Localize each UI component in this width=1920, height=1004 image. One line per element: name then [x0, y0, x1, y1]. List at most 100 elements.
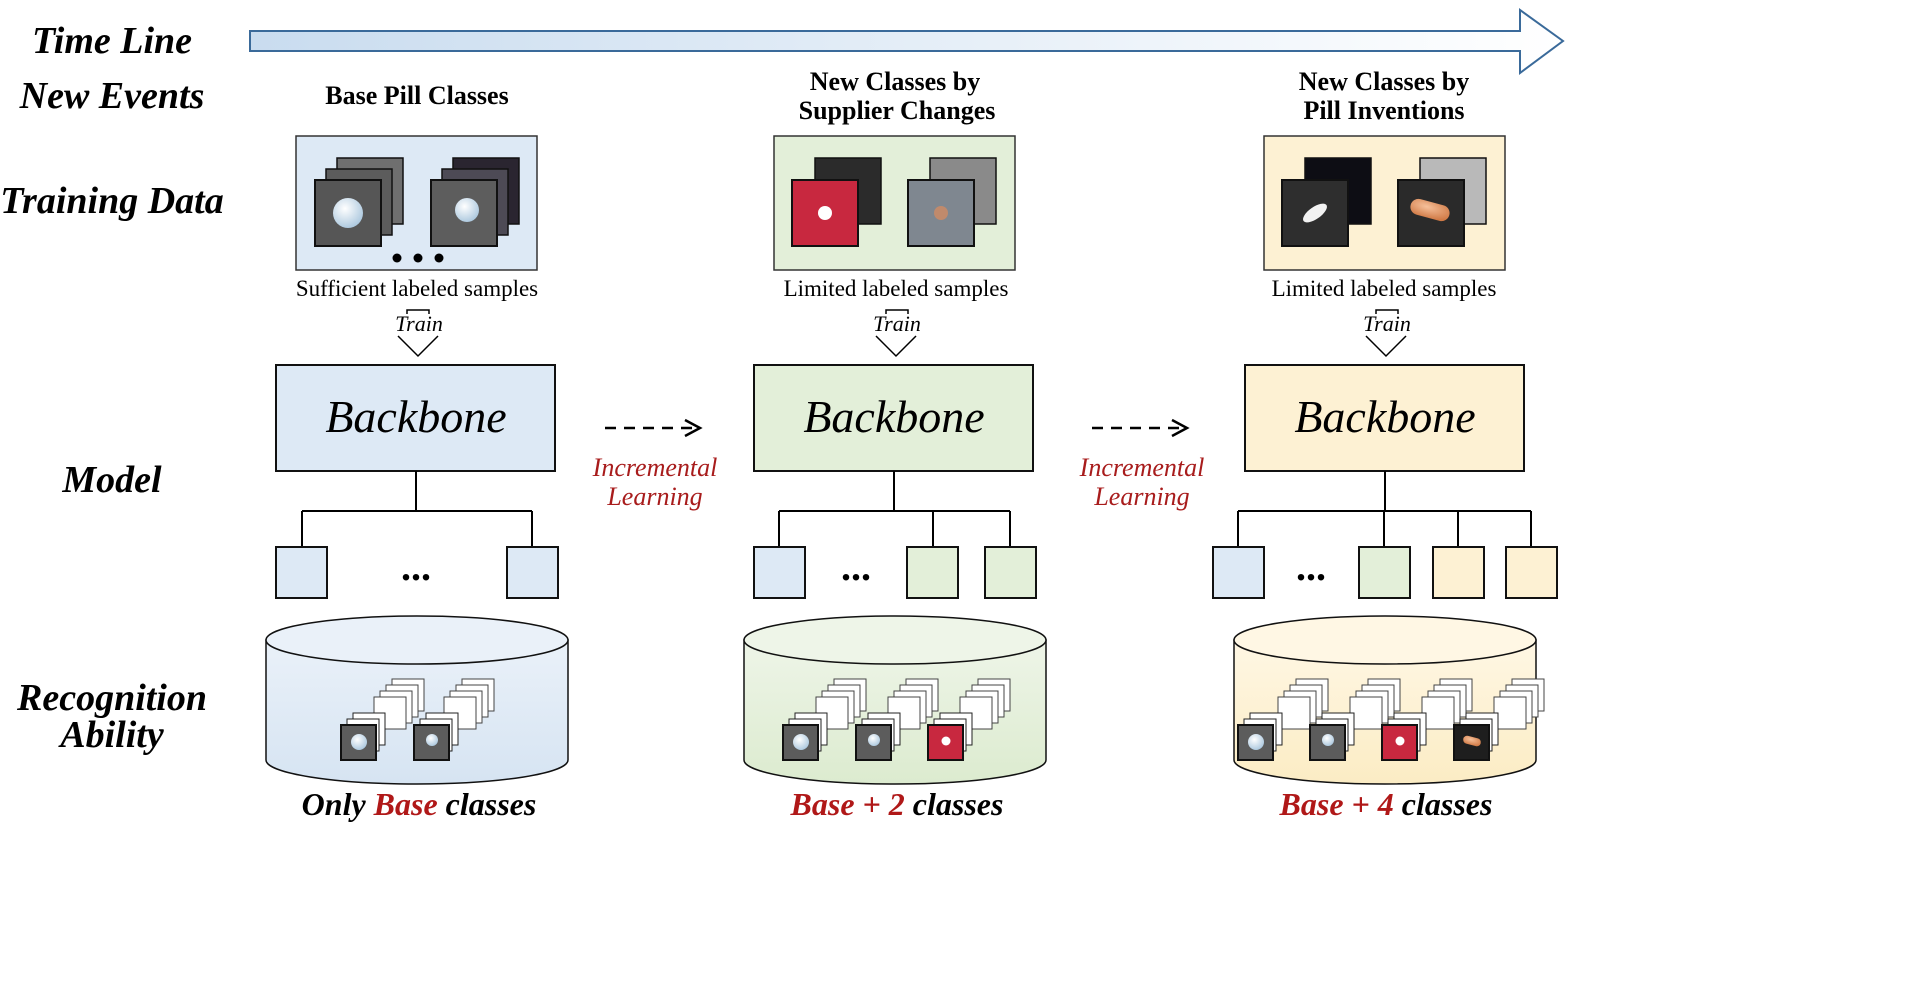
pill-orange-capsule-icon — [1463, 735, 1481, 747]
more-samples-dot — [413, 253, 423, 263]
stage-2-classifier-tree: ... — [753, 471, 1037, 599]
stage-3-classifier-tree: ... — [1212, 471, 1558, 599]
result-highlight: Base + 4 — [1279, 786, 1394, 822]
result-suffix: classes — [1394, 786, 1493, 822]
pill-white-round-icon — [426, 734, 438, 746]
result-prefix: Only — [302, 786, 374, 822]
row-label-training-data: Training Data — [0, 180, 223, 222]
stage-3-title-line-1: New Classes by — [1299, 67, 1469, 96]
train-label: Train — [873, 311, 921, 336]
result-highlight: Base + 2 — [790, 786, 905, 822]
stage-2-train-arrow: Train — [873, 309, 921, 358]
classifier-ellipsis: ... — [1296, 544, 1326, 589]
pill-white-small-icon — [1395, 736, 1405, 746]
training-sample-stack — [1397, 157, 1487, 247]
stage-1-train-arrow: Train — [395, 309, 443, 358]
learning-label: Learning — [1093, 482, 1189, 511]
training-sample-stack — [1281, 157, 1372, 247]
pill-white-round-icon — [868, 734, 880, 746]
pill-white-round-icon — [1248, 734, 1264, 750]
stage-3-recognition-database — [1233, 615, 1545, 785]
class-stack — [927, 678, 1011, 761]
pill-white-round-icon — [455, 198, 479, 222]
training-sample-stack — [907, 157, 997, 247]
stage-2-training-panel — [773, 135, 1016, 271]
backbone-label: Backbone — [803, 391, 984, 442]
pill-orange-capsule-icon — [1410, 198, 1450, 222]
stage-3-backbone: Backbone — [1244, 364, 1525, 472]
stage-1-classifier-tree: ... — [275, 471, 559, 599]
classifier-ellipsis: ... — [841, 544, 871, 589]
class-node-new — [984, 546, 1037, 599]
stage-2-result: Base + 2 classes — [790, 786, 1004, 822]
row-label-time-line: Time Line — [32, 20, 192, 62]
stage-3-result: Base + 4 classes — [1279, 786, 1493, 822]
pill-white-small-icon — [941, 736, 951, 746]
pill-white-round-icon — [793, 734, 809, 750]
row-label-recognition: Recognition — [16, 677, 207, 719]
more-samples-dot — [392, 253, 402, 263]
stage-1-recognition-database — [265, 615, 569, 785]
stage-3-train-arrow: Train — [1363, 309, 1411, 358]
class-stack — [782, 678, 867, 761]
class-node-new — [1358, 546, 1411, 599]
dashed-arrow-head-icon — [1171, 418, 1190, 438]
class-stack — [1381, 678, 1473, 761]
timeline-arrow — [249, 8, 1565, 75]
class-stack — [340, 678, 425, 761]
stage-1-result: Only Base classes — [302, 786, 537, 822]
training-sample-stack — [314, 157, 404, 247]
pill-white-small-icon — [818, 206, 832, 220]
class-stack — [1453, 678, 1545, 761]
learning-label: Learning — [606, 482, 702, 511]
stage-1-title: Base Pill Classes — [325, 81, 508, 110]
class-node-base — [275, 546, 328, 599]
row-label-ability: Ability — [58, 714, 164, 756]
class-stack — [1237, 678, 1329, 761]
pill-white-round-icon — [1322, 734, 1334, 746]
backbone-label: Backbone — [325, 391, 506, 442]
row-label-new-events: New Events — [19, 75, 205, 117]
pill-white-oval-icon — [1303, 203, 1327, 223]
stage-1-caption: Sufficient labeled samples — [296, 276, 538, 301]
train-label: Train — [395, 311, 443, 336]
pill-white-round-icon — [351, 734, 367, 750]
stage-2-backbone: Backbone — [753, 364, 1034, 472]
train-label: Train — [1363, 311, 1411, 336]
result-highlight: Base — [373, 786, 438, 822]
stage-1-backbone: Backbone — [275, 364, 556, 472]
class-node-base — [1212, 546, 1265, 599]
stage-2-title-line-2: Supplier Changes — [799, 96, 996, 125]
result-suffix: classes — [905, 786, 1004, 822]
stage-3-training-panel — [1263, 135, 1506, 271]
class-node-new — [1432, 546, 1485, 599]
stage-1-training-panel — [295, 135, 538, 271]
incremental-label: Incremental — [592, 453, 718, 482]
classifier-ellipsis: ... — [401, 544, 431, 589]
class-node-base — [506, 546, 559, 599]
transition-2: Incremental Learning — [1079, 418, 1205, 511]
stage-3-caption: Limited labeled samples — [1272, 276, 1497, 301]
row-label-model: Model — [61, 459, 162, 501]
stage-2-caption: Limited labeled samples — [784, 276, 1009, 301]
class-stack — [413, 678, 495, 761]
more-samples-dot — [434, 253, 444, 263]
class-stack — [1309, 678, 1401, 761]
pill-white-round-icon — [333, 198, 363, 228]
backbone-label: Backbone — [1294, 391, 1475, 442]
class-node-new — [906, 546, 959, 599]
pill-tan-small-icon — [934, 206, 948, 220]
class-node-base — [753, 546, 806, 599]
training-sample-stack — [430, 157, 520, 247]
result-suffix: classes — [438, 786, 537, 822]
stage-3-title-line-2: Pill Inventions — [1303, 96, 1464, 125]
transition-1: Incremental Learning — [592, 418, 718, 511]
stage-2-recognition-database — [743, 615, 1047, 785]
training-sample-stack — [791, 157, 882, 247]
stage-2-title-line-1: New Classes by — [810, 67, 980, 96]
incremental-label: Incremental — [1079, 453, 1205, 482]
class-stack — [855, 678, 939, 761]
dashed-arrow-head-icon — [684, 418, 703, 438]
class-node-new — [1505, 546, 1558, 599]
